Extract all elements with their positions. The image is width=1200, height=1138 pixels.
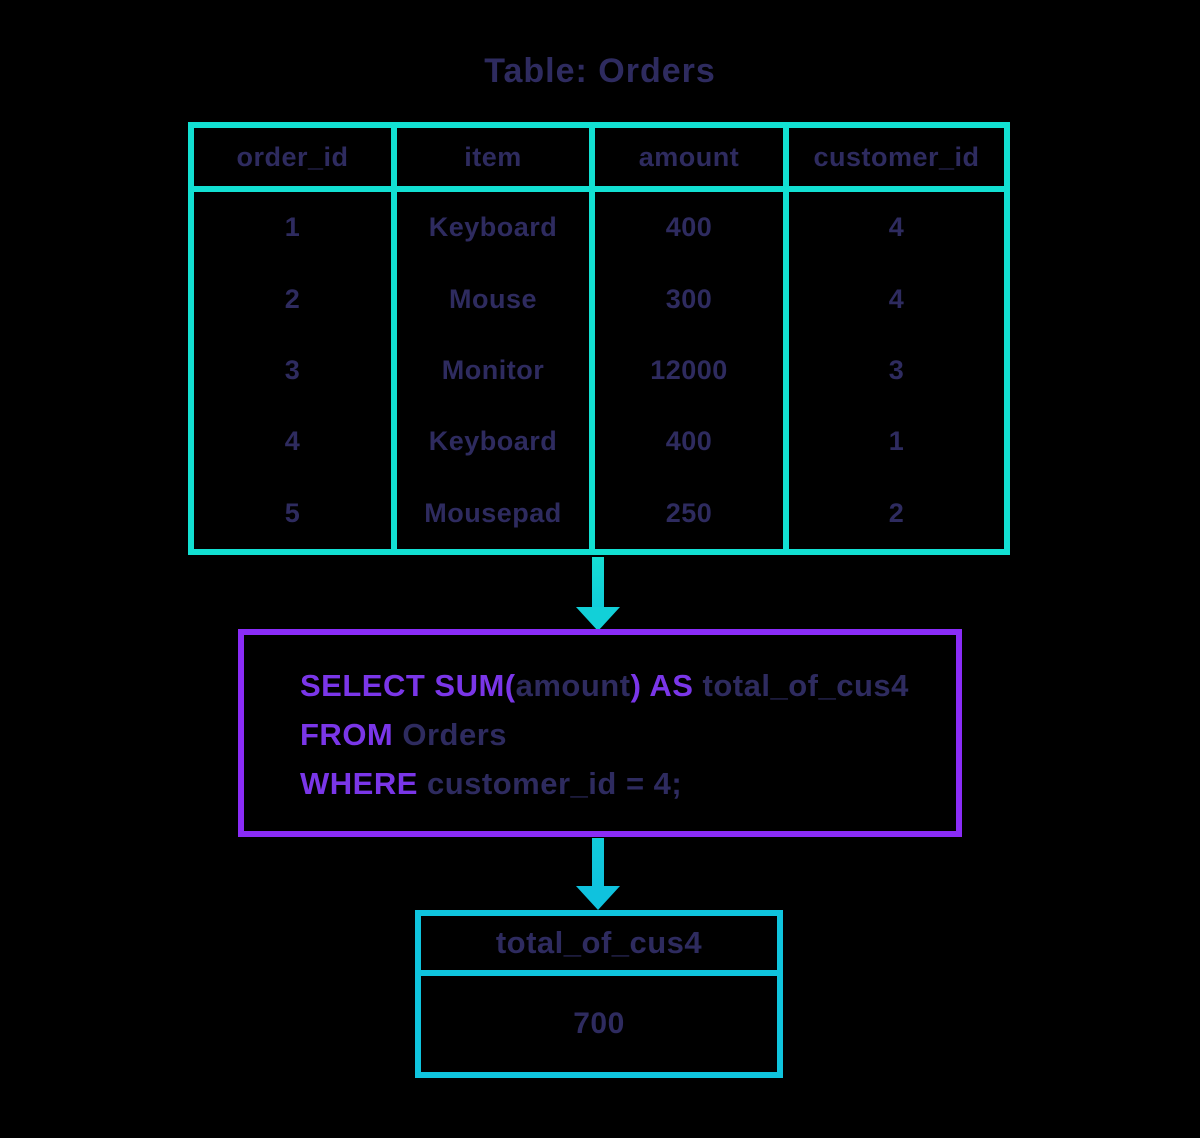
arrow-shaft <box>592 557 604 607</box>
table-cell: Keyboard <box>397 192 595 264</box>
result-table: total_of_cus4 700 <box>415 910 783 1078</box>
table-cell: 12000 <box>595 334 789 407</box>
table-cell: 4 <box>194 406 397 478</box>
table-cell: 3 <box>888 354 905 385</box>
column-header-amount: amount <box>595 128 789 186</box>
sql-identifier: amount <box>515 668 631 703</box>
table-cell: 400 <box>595 192 789 264</box>
sql-identifier: customer_id = 4; <box>417 766 683 801</box>
sql-line-select: SELECT SUM(amount) AS total_of_cus4 <box>300 661 936 710</box>
sql-identifier: total_of_cus4 <box>693 668 909 703</box>
table-cell: 5 <box>194 477 397 549</box>
sql-keyword: WHERE <box>300 766 418 801</box>
sql-line-from: FROM Orders <box>300 710 936 759</box>
flow-arrow-query-to-result <box>576 838 620 910</box>
sql-identifier: Orders <box>393 717 508 752</box>
table-cell: 4 <box>888 212 905 243</box>
orders-table-header-row: order_id item amount customer_id <box>194 128 1004 192</box>
table-cell: Monitor <box>397 334 595 407</box>
column-header-customer-id: customer_id <box>813 141 980 172</box>
table-cell: Mousepad <box>397 477 595 549</box>
result-column-header: total_of_cus4 <box>421 916 777 976</box>
sql-keyword: ) AS <box>630 668 694 703</box>
sql-line-where: WHERE customer_id = 4; <box>300 759 936 808</box>
sql-query-box: SELECT SUM(amount) AS total_of_cus4 FROM… <box>238 629 962 837</box>
table-cell: Mouse <box>397 263 595 335</box>
table-cell: Keyboard <box>397 406 595 478</box>
table-cell: 3 <box>194 334 397 407</box>
result-value: 700 <box>573 1007 625 1040</box>
table-cell: 1 <box>888 426 905 457</box>
table-cell: 2 <box>888 497 905 528</box>
table-cell: 4 <box>888 283 905 314</box>
table-cell: 400 <box>595 406 789 478</box>
sql-keyword: FROM <box>300 717 394 752</box>
column-header-item: item <box>397 128 595 186</box>
table-cell: 300 <box>595 263 789 335</box>
table-cell: 1 <box>194 192 397 264</box>
arrow-shaft <box>592 838 604 886</box>
diagram-title: Table: Orders <box>484 52 716 90</box>
table-cell: 250 <box>595 477 789 549</box>
flow-arrow-table-to-query <box>576 557 620 631</box>
orders-table-body: 1 Keyboard 400 4 2 Mouse 300 4 3 Monitor… <box>194 192 1004 549</box>
orders-table: order_id item amount customer_id 1 Keybo… <box>188 122 1010 555</box>
sql-keyword: SELECT SUM( <box>300 668 516 703</box>
column-header-order-id: order_id <box>194 128 397 186</box>
table-cell: 2 <box>194 263 397 335</box>
arrow-down-icon <box>576 886 620 910</box>
arrow-down-icon <box>576 607 620 631</box>
